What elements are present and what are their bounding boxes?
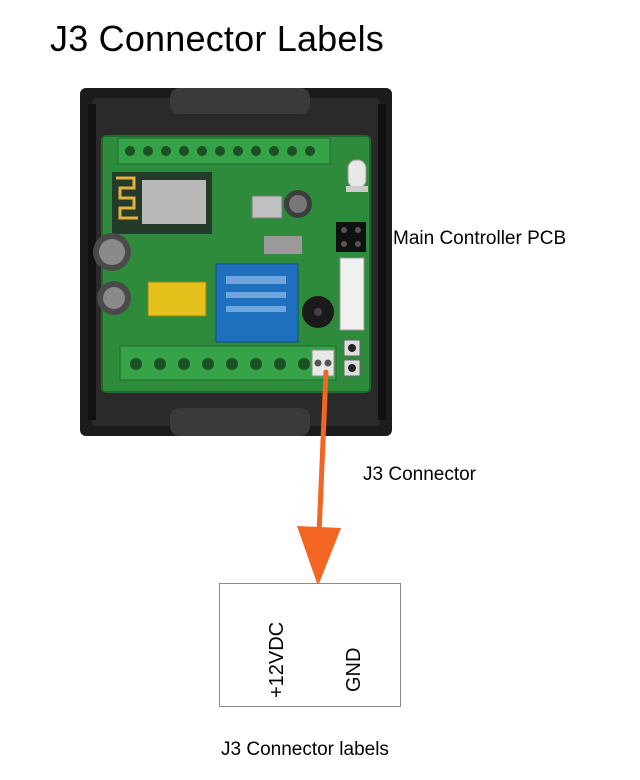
transformer bbox=[147, 281, 207, 317]
gray-chip bbox=[264, 236, 302, 254]
capacitor-2 bbox=[97, 281, 131, 315]
buzzer bbox=[302, 296, 334, 328]
wifi-module bbox=[112, 172, 212, 234]
chip bbox=[251, 195, 283, 219]
page-title: J3 Connector Labels bbox=[50, 18, 385, 59]
caption: J3 Connector labels bbox=[221, 739, 389, 760]
pcb-label: Main Controller PCB bbox=[393, 228, 567, 249]
push-buttons bbox=[343, 339, 361, 377]
j3-connector-label: J3 Connector bbox=[363, 464, 477, 485]
pin-header bbox=[336, 222, 366, 252]
j3-pointer-arrow bbox=[297, 369, 341, 586]
capacitor-1 bbox=[93, 233, 131, 271]
j3-label-box: +12VDC GND bbox=[219, 583, 401, 707]
capacitor-3 bbox=[284, 190, 312, 218]
led bbox=[346, 159, 368, 192]
relay bbox=[215, 263, 299, 343]
top-terminal-block bbox=[117, 137, 331, 165]
bottom-terminal-block bbox=[119, 345, 337, 381]
white-connector bbox=[339, 257, 365, 331]
pin-label-12vdc: +12VDC bbox=[266, 621, 288, 698]
pin-label-gnd: GND bbox=[343, 647, 365, 692]
pcb-photo bbox=[80, 88, 392, 436]
